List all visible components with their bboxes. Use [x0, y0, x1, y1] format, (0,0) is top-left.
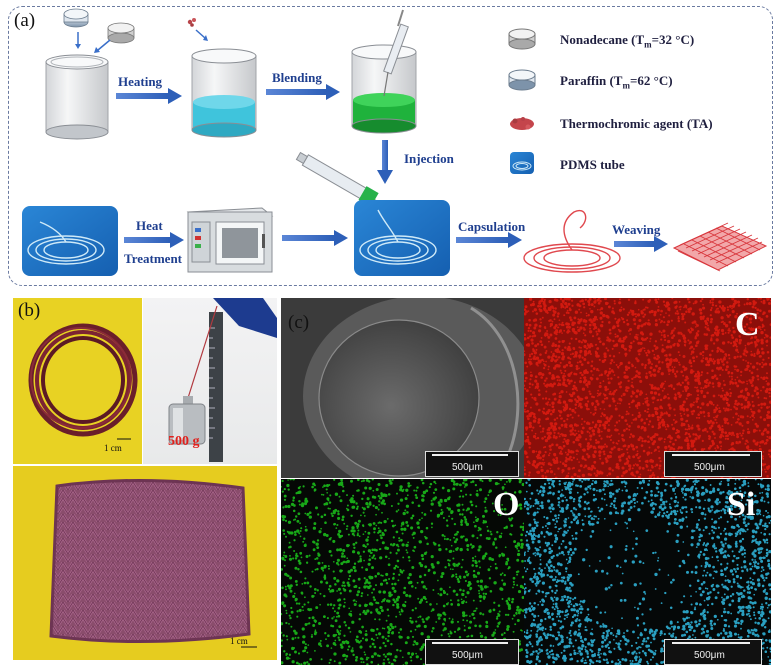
blending-label: Blending [272, 70, 322, 85]
coiled-tube-photo [13, 298, 142, 464]
si-scale-text: 500μm [694, 650, 725, 661]
carbon-map [524, 298, 771, 478]
o-scale-text: 500μm [452, 650, 483, 661]
nonadecane-disk-icon [107, 22, 135, 44]
capsulation-label: Capsulation [458, 219, 526, 234]
oven-icon [186, 207, 274, 273]
weight-label: 500 g [168, 434, 200, 449]
panel-a-label: (a) [14, 10, 36, 31]
element-label-si: Si [727, 486, 756, 523]
heating-label: Heating [118, 74, 163, 89]
woven-fabric-icon [672, 222, 768, 272]
c-scale-bar [672, 454, 750, 456]
melted-pcm-beaker-icon [191, 48, 257, 138]
carbon-dots [524, 298, 771, 478]
legend-ta-icon [510, 117, 534, 130]
weaving-label: Weaving [612, 222, 661, 237]
legend-ta-text: Thermochromic agent (TA) [560, 116, 713, 131]
c-scale-text: 500μm [694, 462, 725, 473]
legend-pdms-text: PDMS tube [560, 157, 625, 172]
panel-b-label: (b) [18, 300, 41, 321]
capsulated-red-tube-icon [523, 209, 621, 273]
capsulation-arrow-icon [456, 232, 522, 248]
silicon-dots [524, 479, 771, 665]
knitted-fabric-photo [13, 466, 277, 660]
scale-bar-label-1: 1 cm [104, 443, 122, 453]
empty-beaker-icon [45, 54, 109, 140]
panel-a-frame [8, 6, 773, 286]
legend-paraffin-text: Paraffin (Tm=62 °C) [560, 73, 673, 91]
sem-scale-bar [432, 454, 508, 456]
weaving-arrow-icon [614, 236, 668, 252]
o-scale-bar [432, 642, 508, 644]
element-label-o: O [493, 486, 520, 523]
heating-arrow-icon [116, 88, 182, 104]
scale-bar-label-2: 1 cm [230, 636, 248, 646]
pdms-tube-coil-center [354, 200, 450, 276]
oxygen-map [281, 479, 524, 665]
heat-label: Heat [136, 218, 163, 233]
sem-scale-text: 500μm [452, 462, 483, 473]
silicon-map [524, 479, 771, 665]
legend-pdms-tube-icon [510, 152, 534, 174]
legend-nonadecane-text: Nonadecane (Tm=32 °C) [560, 32, 695, 50]
injection-label: Injection [404, 151, 454, 166]
heat-treatment-arrow-icon [124, 232, 184, 248]
syringe-icon [383, 9, 409, 97]
to-injection-arrow-icon [282, 230, 348, 246]
blended-beaker-icon [351, 44, 417, 134]
treatment-label: Treatment [124, 251, 182, 266]
panel-c-label: (c) [288, 312, 310, 333]
legend-paraffin-icon [508, 69, 536, 91]
legend-nonadecane-icon [508, 28, 536, 50]
ta-particles-icon [187, 18, 196, 27]
pdms-tube-coil-left [22, 206, 118, 276]
blending-arrow-icon [266, 84, 340, 100]
element-label-c: C [735, 306, 760, 343]
si-scale-bar [672, 642, 750, 644]
oxygen-dots [281, 479, 524, 665]
weight-test-photo [143, 298, 277, 464]
process-schematic [22, 8, 768, 276]
paraffin-disk-icon [63, 8, 89, 28]
sem-image [281, 298, 524, 478]
injection-arrow-icon [377, 140, 393, 184]
